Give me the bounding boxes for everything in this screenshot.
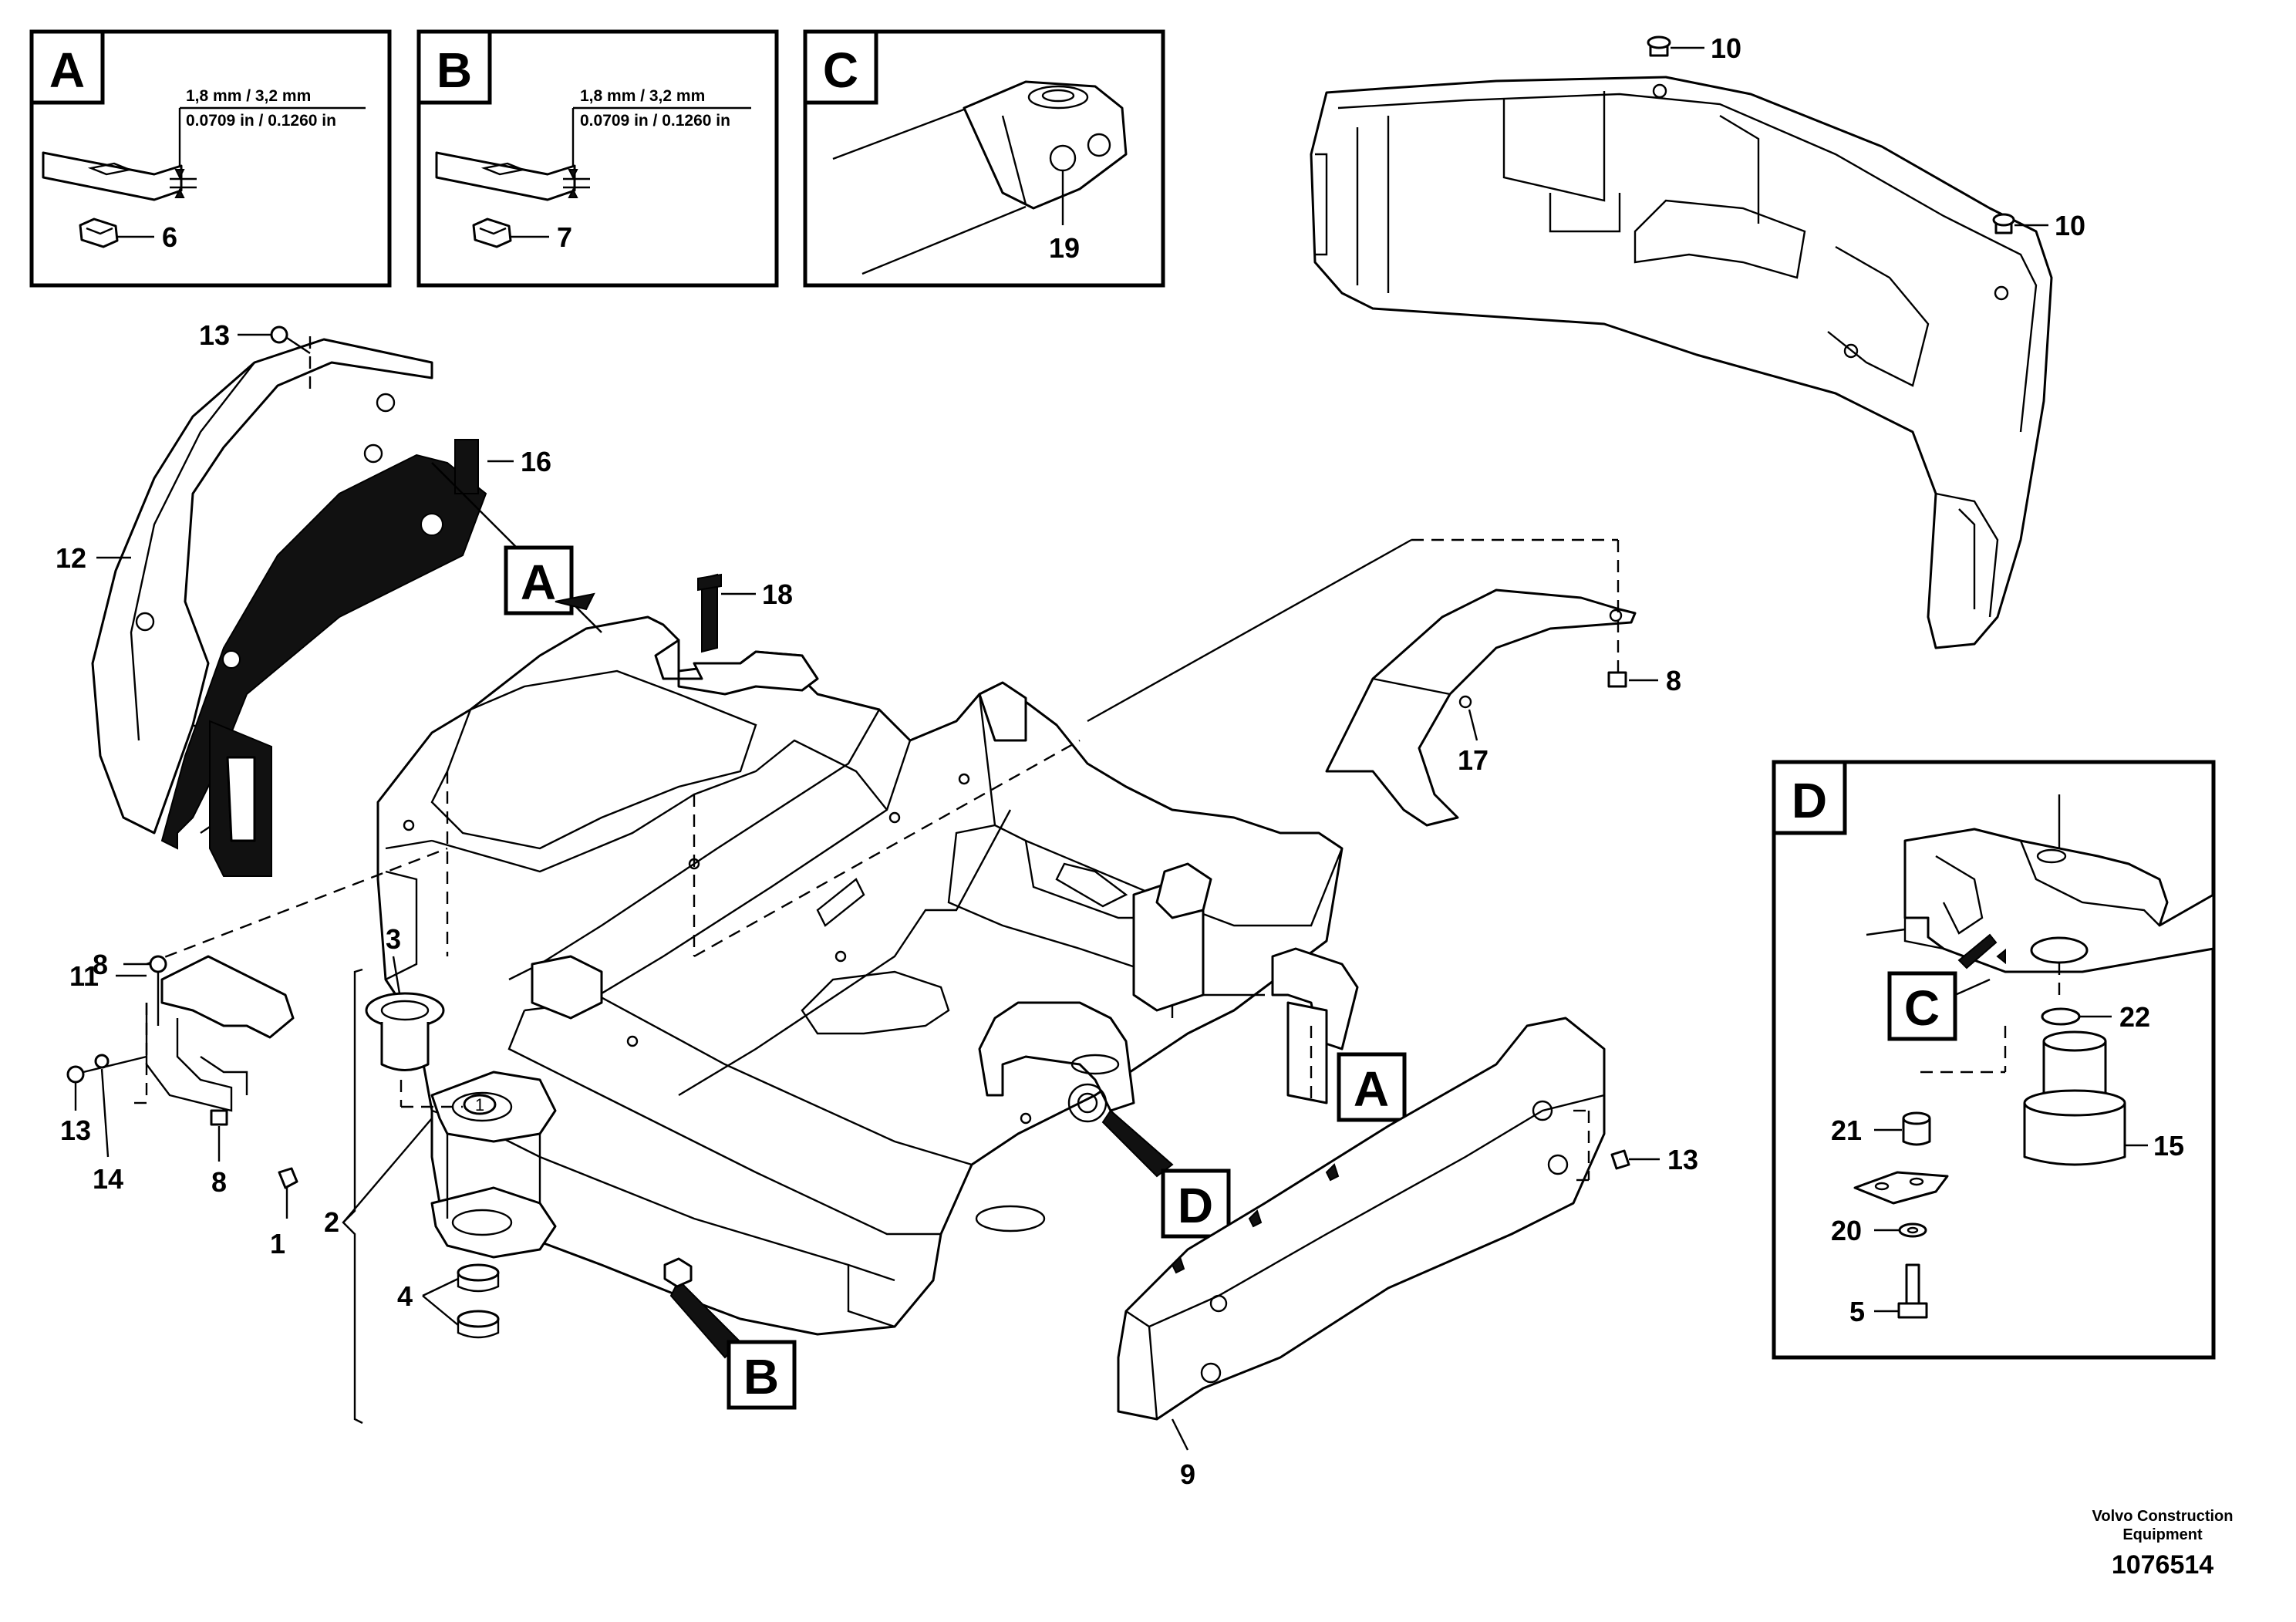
bolt-icon [278, 1167, 298, 1189]
detail-box-b-letter: B [437, 42, 472, 98]
bolt-icon [1647, 35, 1671, 57]
callout-12: 12 [56, 542, 86, 574]
callout-10-top: 10 [1711, 32, 1741, 64]
clearance-strip-b [435, 151, 576, 201]
callout-20: 20 [1831, 1215, 1862, 1246]
callout-16: 16 [521, 446, 551, 477]
callout-3: 3 [386, 923, 401, 955]
cylinder-rod-end [832, 80, 1128, 275]
bolt-icon [66, 1054, 147, 1084]
svg-text:A: A [1354, 1061, 1389, 1117]
detail-box-d-letter: D [1792, 773, 1827, 828]
brand-line-1: Volvo Construction [2092, 1508, 2234, 1525]
detail-box-c-letter: C [823, 42, 858, 98]
shim-clip-icon [663, 1257, 693, 1288]
callout-7: 7 [557, 221, 572, 253]
detail-box-c: C 19 [803, 29, 1165, 288]
svg-text:B: B [743, 1349, 779, 1404]
drawing-code: 1076514 [2112, 1550, 2213, 1580]
ref-box-c [1887, 971, 1957, 1041]
counterweight-rear [1310, 76, 2053, 649]
callout-6: 6 [162, 221, 177, 253]
bolt-marker: 1 [463, 1094, 497, 1115]
callout-15: 15 [2153, 1130, 2184, 1162]
bolt-icon [1607, 671, 1627, 688]
ref-box-b: B [669, 1279, 797, 1410]
callout-1: 1 [270, 1228, 285, 1259]
brace-2 [342, 968, 363, 1425]
callout-13-left: 13 [60, 1114, 91, 1146]
callout-8-bottom: 8 [211, 1166, 227, 1198]
bushing-3 [365, 992, 445, 1071]
callout-11: 11 [69, 960, 99, 992]
bolt-icon [1610, 1149, 1630, 1170]
callout-9: 9 [1180, 1458, 1195, 1490]
callout-5: 5 [1849, 1296, 1865, 1327]
bolt-icon [210, 1109, 228, 1126]
callout-21: 21 [1831, 1114, 1862, 1146]
callout-13-right: 13 [1667, 1144, 1698, 1175]
clearance-strip-a [42, 151, 183, 201]
upper-frame [376, 615, 1359, 1336]
detail-box-b-dim-in: 0.0709 in / 0.1260 in [580, 112, 730, 130]
ring-4 [457, 1263, 500, 1339]
callout-8-right: 8 [1666, 665, 1681, 696]
bolt-icon [1992, 213, 2015, 234]
brand-line-2: Equipment [2122, 1526, 2203, 1543]
detail-box-d: D C 22 15 21 [1772, 760, 2216, 1360]
callout-4: 4 [397, 1280, 413, 1312]
bracket-11 [145, 955, 295, 1112]
detail-box-a-dim-in: 0.0709 in / 0.1260 in [186, 112, 336, 130]
detail-box-a: A 1,8 mm / 3,2 mm 0.0709 in / 0.1260 in … [29, 29, 392, 288]
side-plate-16 [160, 454, 487, 850]
detail-box-a-letter: A [49, 42, 85, 98]
svg-text:D: D [1178, 1178, 1213, 1233]
callout-17: 17 [1458, 744, 1489, 776]
ref-box-a-right: A [1337, 1052, 1407, 1122]
svg-text:A: A [521, 555, 556, 610]
callout-22: 22 [2119, 1001, 2150, 1033]
callout-13-top: 13 [199, 319, 230, 351]
callout-19: 19 [1049, 232, 1080, 264]
front-weight-9 [1117, 1017, 1606, 1421]
ref-box-d: D [1101, 1109, 1231, 1239]
detail-box-b: B 1,8 mm / 3,2 mm 0.0709 in / 0.1260 in … [416, 29, 779, 288]
callout-14: 14 [93, 1163, 123, 1195]
detail-box-b-dim-mm: 1,8 mm / 3,2 mm [580, 87, 705, 105]
callout-8-left: 8 [93, 949, 108, 980]
svg-text:1: 1 [475, 1095, 484, 1114]
callout-2: 2 [324, 1206, 339, 1238]
guard-17 [1325, 588, 1637, 827]
callout-18: 18 [762, 578, 793, 610]
callout-10-right: 10 [2055, 210, 2085, 241]
detail-box-a-dim-mm: 1,8 mm / 3,2 mm [186, 87, 311, 105]
shim-clip-icon [472, 218, 512, 248]
svg-text:C: C [1904, 980, 1940, 1036]
shim-clip-icon [79, 218, 119, 248]
